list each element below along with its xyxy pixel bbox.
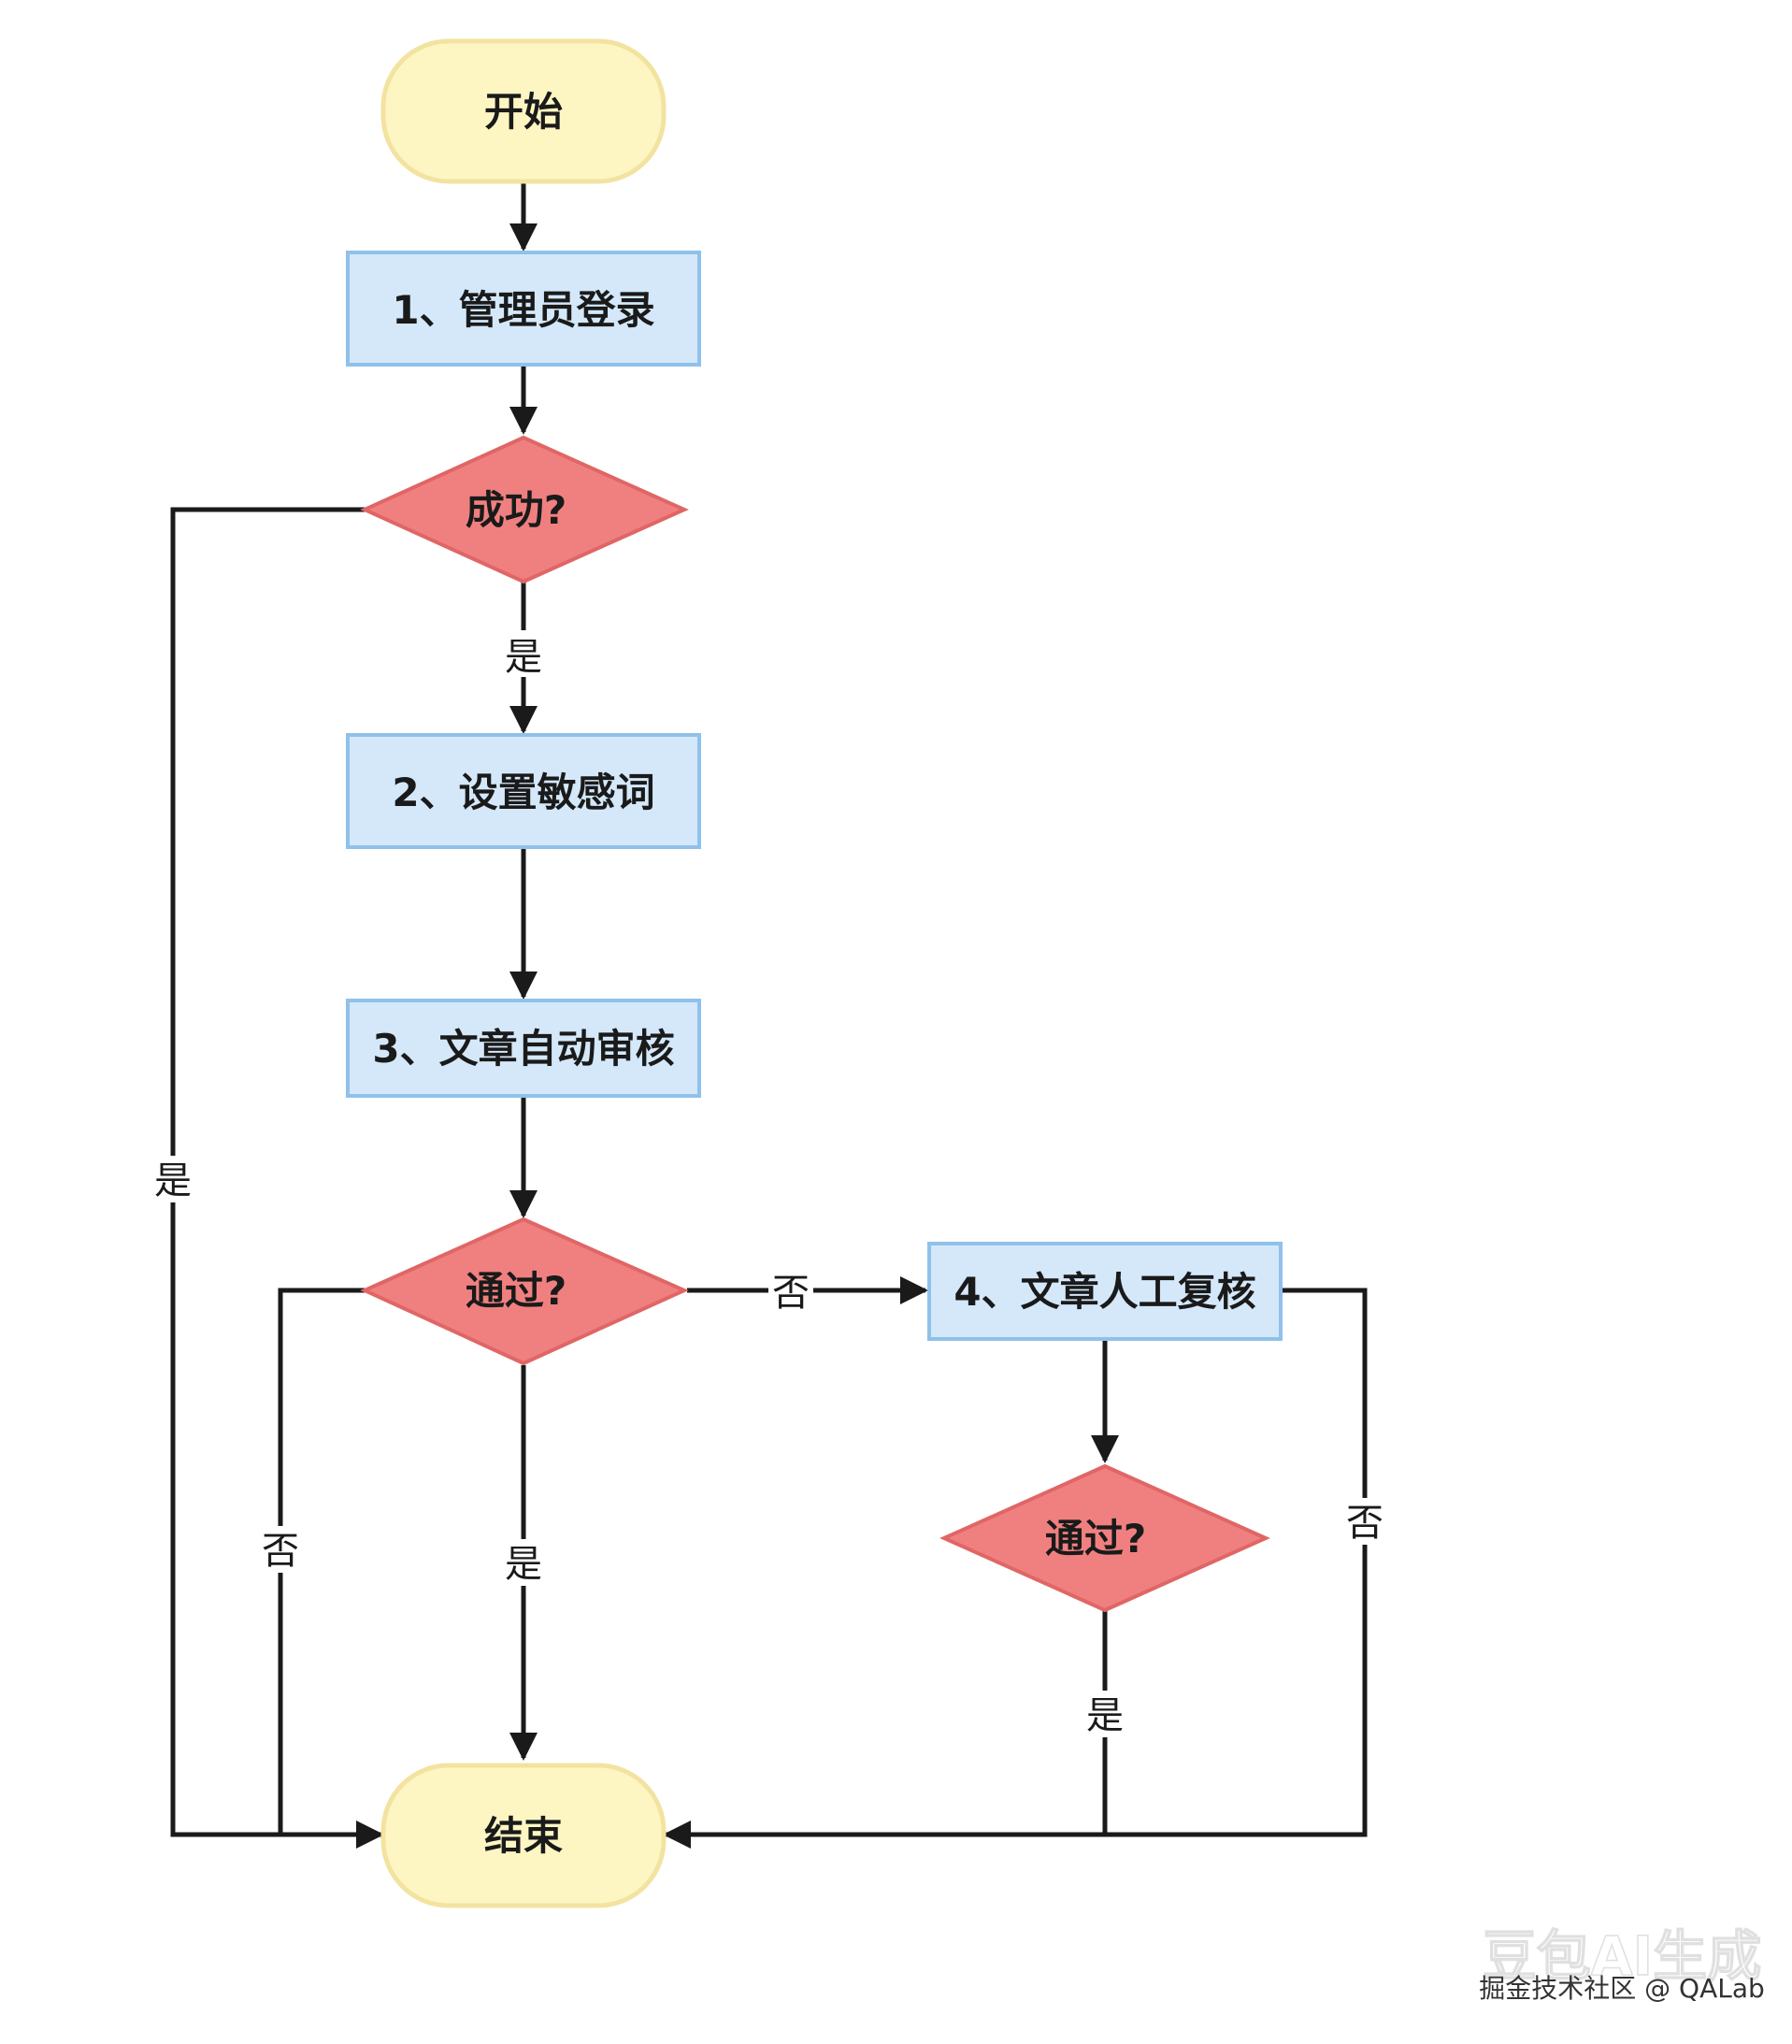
watermark: 豆包AI生成 掘金技术社区 @ QALab	[1479, 1923, 1765, 2004]
node-decision3-label: 通过?	[1045, 1516, 1146, 1562]
node-decision2: 通过?	[360, 1216, 689, 1366]
edge-label-d2-no-left: 否	[262, 1530, 299, 1573]
node-decision1: 成功?	[360, 435, 689, 584]
node-step2: 2、设置敏感词	[346, 733, 701, 849]
node-decision3: 通过?	[939, 1463, 1270, 1613]
edge-label-s4-no-right: 否	[1346, 1502, 1383, 1545]
node-decision1-label: 成功?	[466, 487, 566, 533]
node-step4: 4、文章人工复核	[927, 1242, 1283, 1341]
watermark-brand: 豆包AI生成	[1483, 1924, 1761, 1988]
node-step4-label: 4、文章人工复核	[953, 1269, 1255, 1315]
edge-decision2-end-no	[278, 1288, 365, 1835]
node-step1-label: 1、管理员登录	[392, 287, 654, 333]
watermark-credit: 掘金技术社区 @ QALab	[1479, 1973, 1765, 2004]
node-start-label: 开始	[484, 89, 563, 135]
edge-label-d2-no-right: 否	[772, 1272, 810, 1315]
node-decision2-label: 通过?	[466, 1268, 566, 1314]
edge-label-d2-yes-down: 是	[505, 1543, 542, 1586]
edge-labels: 是 是 否 否 是 是 否	[151, 630, 1387, 1737]
node-step3-label: 3、文章自动审核	[372, 1026, 674, 1072]
edge-decision1-end	[170, 507, 384, 1849]
edge-label-d1-yes-down: 是	[505, 636, 542, 679]
node-end: 结束	[380, 1763, 667, 1908]
edge-label-d1-yes-left: 是	[154, 1159, 192, 1202]
node-start: 开始	[380, 38, 667, 184]
edge-label-d3-yes-down: 是	[1086, 1694, 1124, 1737]
node-step2-label: 2、设置敏感词	[392, 770, 654, 815]
node-end-label: 结束	[484, 1813, 563, 1859]
edge-step4-end	[663, 1288, 1368, 1849]
node-step3: 3、文章自动审核	[346, 999, 701, 1098]
node-step1: 1、管理员登录	[346, 251, 701, 367]
